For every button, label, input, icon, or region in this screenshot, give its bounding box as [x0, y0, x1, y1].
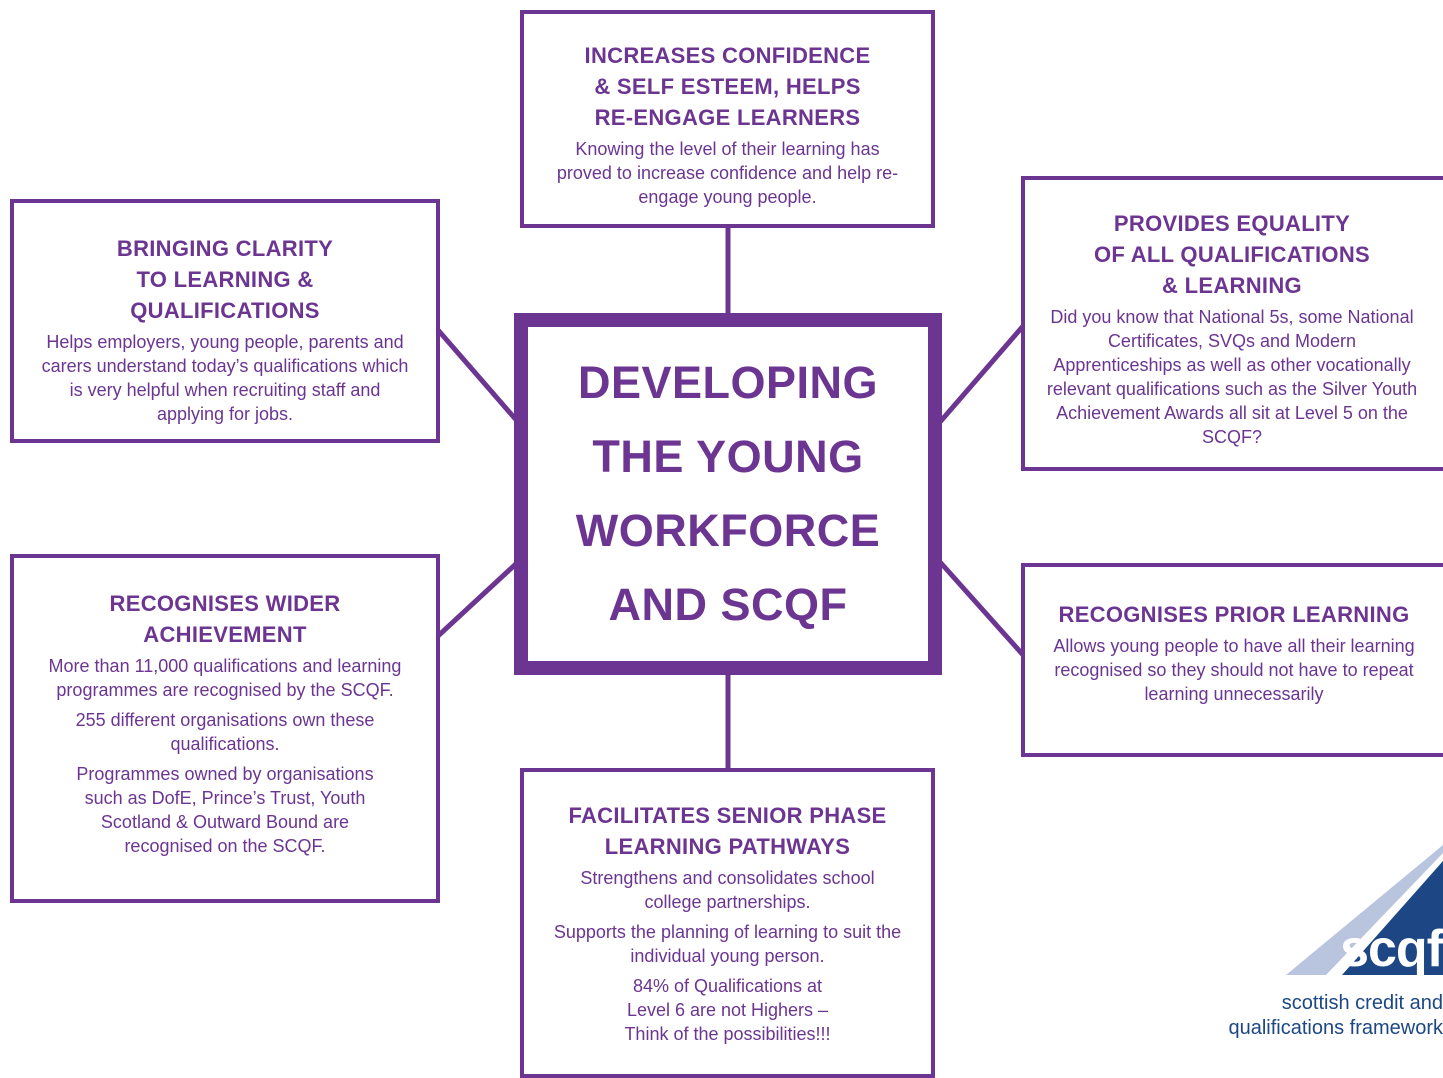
box-text: Knowing the level of their learning has … — [556, 139, 899, 207]
box-recognises-prior-learning: RECOGNISES PRIOR LEARNING Allows young p… — [1021, 563, 1443, 757]
title-line: & SELF ESTEEM, HELPS — [594, 74, 861, 99]
central-title: DEVELOPING THE YOUNG WORKFORCE AND SCQF — [576, 346, 880, 642]
title-line: QUALIFICATIONS — [130, 298, 320, 323]
box-title: RECOGNISES WIDER ACHIEVEMENT — [32, 588, 418, 650]
title-line: RECOGNISES PRIOR LEARNING — [1058, 602, 1410, 627]
box-text: Programmes owned by organisations such a… — [76, 764, 374, 856]
title-line: LEARNING PATHWAYS — [604, 834, 851, 859]
title-line: RECOGNISES WIDER — [109, 591, 341, 616]
box-text: 255 different organisations own these qu… — [75, 710, 375, 754]
box-text: Strengthens and consolidates school coll… — [580, 868, 875, 912]
title-line: PROVIDES EQUALITY — [1113, 211, 1351, 236]
box-title: INCREASES CONFIDENCE & SELF ESTEEM, HELP… — [542, 40, 913, 133]
scqf-wordmark: scqf — [1340, 920, 1443, 978]
box-title: BRINGING CLARITY TO LEARNING & QUALIFICA… — [32, 233, 418, 326]
central-title-line: THE YOUNG — [592, 431, 864, 482]
box-recognises-wider-achievement: RECOGNISES WIDER ACHIEVEMENT More than 1… — [10, 554, 440, 903]
box-increases-confidence: INCREASES CONFIDENCE & SELF ESTEEM, HELP… — [520, 10, 935, 228]
box-title: RECOGNISES PRIOR LEARNING — [1039, 599, 1429, 630]
box-text: 84% of Qualifications at Level 6 are not… — [624, 976, 831, 1044]
box-facilitates-senior-phase: FACILITATES SENIOR PHASE LEARNING PATHWA… — [520, 768, 935, 1078]
box-text: Allows young people to have all their le… — [1053, 636, 1415, 704]
title-line: OF ALL QUALIFICATIONS — [1094, 242, 1370, 267]
box-title: FACILITATES SENIOR PHASE LEARNING PATHWA… — [542, 800, 913, 862]
box-text: Did you know that National 5s, some Nati… — [1046, 307, 1418, 447]
box-title: PROVIDES EQUALITY OF ALL QUALIFICATIONS … — [1045, 208, 1419, 301]
scqf-logo: scqf scottish credit and qualifications … — [1190, 845, 1443, 1045]
box-bringing-clarity: BRINGING CLARITY TO LEARNING & QUALIFICA… — [10, 199, 440, 443]
central-title-line: DEVELOPING — [577, 357, 879, 408]
title-line: FACILITATES SENIOR PHASE — [568, 803, 887, 828]
scqf-logo-triangle — [1286, 845, 1443, 975]
box-provides-equality: PROVIDES EQUALITY OF ALL QUALIFICATIONS … — [1021, 176, 1443, 471]
box-text: Supports the planning of learning to sui… — [553, 922, 902, 966]
central-title-line: AND SCQF — [608, 579, 848, 630]
title-line: TO LEARNING & — [136, 267, 314, 292]
title-line: RE-ENGAGE LEARNERS — [594, 105, 861, 130]
title-line: & LEARNING — [1162, 273, 1302, 298]
scqf-tagline-line: scottish credit and — [1281, 992, 1443, 1014]
central-title-line: WORKFORCE — [575, 505, 881, 556]
title-line: BRINGING CLARITY — [116, 236, 334, 261]
scqf-tagline-line: qualifications framework — [1228, 1017, 1443, 1039]
box-text: More than 11,000 qualifications and lear… — [48, 656, 402, 700]
box-text: Helps employers, young people, parents a… — [41, 332, 409, 424]
title-line: ACHIEVEMENT — [143, 622, 307, 647]
title-line: INCREASES CONFIDENCE — [584, 43, 871, 68]
central-topic-box: DEVELOPING THE YOUNG WORKFORCE AND SCQF — [514, 313, 942, 675]
